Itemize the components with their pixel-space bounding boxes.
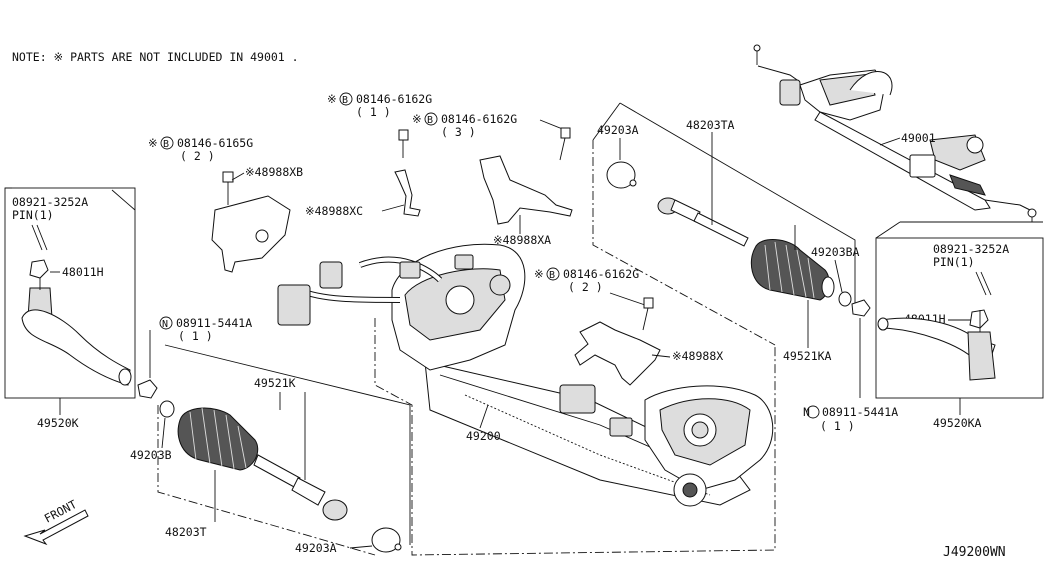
callout-08146-6162G-mid[interactable]: 08146-6162G (563, 267, 639, 281)
boot-49521KA[interactable] (750, 239, 835, 301)
bracket-48988XC[interactable] (394, 169, 421, 217)
callout-48988XA[interactable]: ※48988XA (493, 233, 551, 247)
diagram-id: J49200WN (943, 545, 1006, 560)
lock-nut-08911-left[interactable] (137, 379, 158, 399)
callout-08146-6162G-top[interactable]: 08146-6162G (356, 92, 432, 106)
callout-49203BA[interactable]: 49203BA (811, 245, 860, 259)
asterisk-mark-3: ※ (148, 136, 158, 150)
bolt-mark-circle-icon-3 (160, 136, 174, 150)
lock-nut-08911-right[interactable] (851, 299, 871, 317)
castle-nut-48011H-left[interactable] (29, 259, 49, 279)
steering-gear-assembly-thumbnail[interactable] (753, 44, 1037, 222)
nut-mark-icon-left: N (162, 319, 168, 330)
callout-08146-6165G-qty: ( 2 ) (180, 149, 215, 163)
bolt-mark-icon-3: B (163, 139, 169, 150)
callout-08911-5441A-left[interactable]: 08911-5441A (176, 316, 252, 330)
bolt-08146-6162G-top[interactable] (398, 129, 409, 158)
callout-08921-3252A-left[interactable]: 08921-3252A (12, 195, 88, 209)
inner-tie-rod-48203T[interactable] (253, 392, 348, 521)
bracket-48988XA[interactable] (479, 155, 573, 225)
callout-48988XB[interactable]: ※48988XB (245, 165, 303, 179)
asterisk-mark-2: ※ (412, 112, 422, 126)
callout-08146-6162G-mid-qty: ( 2 ) (568, 280, 603, 294)
callout-08911-right-number[interactable]: 08911-5441A (822, 405, 898, 419)
callout-49203A-top[interactable]: 49203A (597, 123, 639, 137)
callout-49520KA[interactable]: 49520KA (933, 416, 982, 430)
asterisk-mark-4: ※ (534, 267, 544, 281)
assembly-boundary-outline (374, 318, 776, 556)
callout-48203TA[interactable]: 48203TA (686, 118, 735, 132)
callout-08911-5441A-right[interactable]: N (803, 405, 810, 419)
callout-08146-6162G-top2[interactable]: 08146-6162G (441, 112, 517, 126)
clamp-49203B[interactable] (159, 400, 175, 418)
bolt-mark-icon: B (342, 95, 348, 106)
front-arrow-icon (23, 509, 89, 546)
bracket-48988XB[interactable] (211, 195, 291, 273)
callout-08911-left-qty: ( 1 ) (178, 329, 213, 343)
callout-08921-right-qty: PIN(1) (933, 255, 975, 269)
nut-mark-circle-icon-left (159, 316, 173, 330)
box-outer-tie-rod-right (875, 237, 1044, 399)
callout-08146-6162G-top-qty: ( 1 ) (356, 105, 391, 119)
bolt-08146-6165G[interactable] (222, 171, 234, 205)
boot-49521K[interactable] (177, 407, 259, 471)
callout-49520K[interactable]: 49520K (37, 416, 79, 430)
o-ring-49203A-bottom[interactable] (371, 527, 401, 553)
note-text: NOTE: ※ PARTS ARE NOT INCLUDED IN 49001 … (12, 50, 299, 64)
callout-48988X[interactable]: ※48988X (672, 349, 723, 363)
callout-08921-left-qty: PIN(1) (12, 208, 54, 222)
steering-gear-housing-49200[interactable] (277, 243, 774, 507)
outer-tie-rod-end-49520KA[interactable] (877, 310, 996, 381)
nut-mark-circle-icon (806, 405, 820, 419)
callout-49521K[interactable]: 49521K (254, 376, 296, 390)
callout-49203A-bottom[interactable]: 49203A (295, 541, 337, 555)
castle-nut-48011H-right[interactable] (969, 309, 989, 329)
callout-49521KA[interactable]: 49521KA (783, 349, 832, 363)
callout-49200[interactable]: 49200 (466, 429, 501, 443)
callout-08146-6165G[interactable]: 08146-6165G (177, 136, 253, 150)
connector-plug[interactable] (277, 284, 311, 326)
cotter-pin-right[interactable] (975, 271, 992, 296)
connector-socket[interactable] (319, 261, 343, 289)
callout-49203B[interactable]: 49203B (130, 448, 172, 462)
bolt-08146-6162G-top2[interactable] (559, 127, 571, 161)
asterisk-mark: ※ (327, 92, 337, 106)
bolt-mark-icon-4: B (549, 270, 555, 281)
bolt-mark-circle-icon-2 (424, 112, 438, 126)
callout-48988XC[interactable]: ※48988XC (305, 204, 363, 218)
callout-49001[interactable]: 49001 (901, 131, 936, 145)
callout-48203T[interactable]: 48203T (165, 525, 207, 539)
inner-tie-rod-48203TA[interactable] (657, 147, 749, 247)
callout-48011H-left[interactable]: 48011H (62, 265, 104, 279)
callout-08921-3252A-right[interactable]: 08921-3252A (933, 242, 1009, 256)
o-ring-49203A-top[interactable] (606, 161, 636, 189)
cotter-pin-left[interactable] (31, 224, 48, 251)
bolt-mark-circle-icon (339, 92, 353, 106)
callout-08911-right-qty: ( 1 ) (820, 419, 855, 433)
nut-mark-icon: N (803, 405, 810, 419)
bracket-48988X[interactable] (574, 321, 661, 386)
clamp-49203BA[interactable] (838, 291, 852, 307)
bolt-mark-icon-2: B (427, 115, 433, 126)
bolt-08146-6162G-mid[interactable] (642, 297, 654, 331)
outer-tie-rod-end-49520K[interactable] (21, 278, 132, 386)
box-outer-tie-rod-left (4, 187, 136, 399)
callout-08146-6162G-top2-qty: ( 3 ) (441, 125, 476, 139)
bolt-mark-circle-icon-4 (546, 267, 560, 281)
